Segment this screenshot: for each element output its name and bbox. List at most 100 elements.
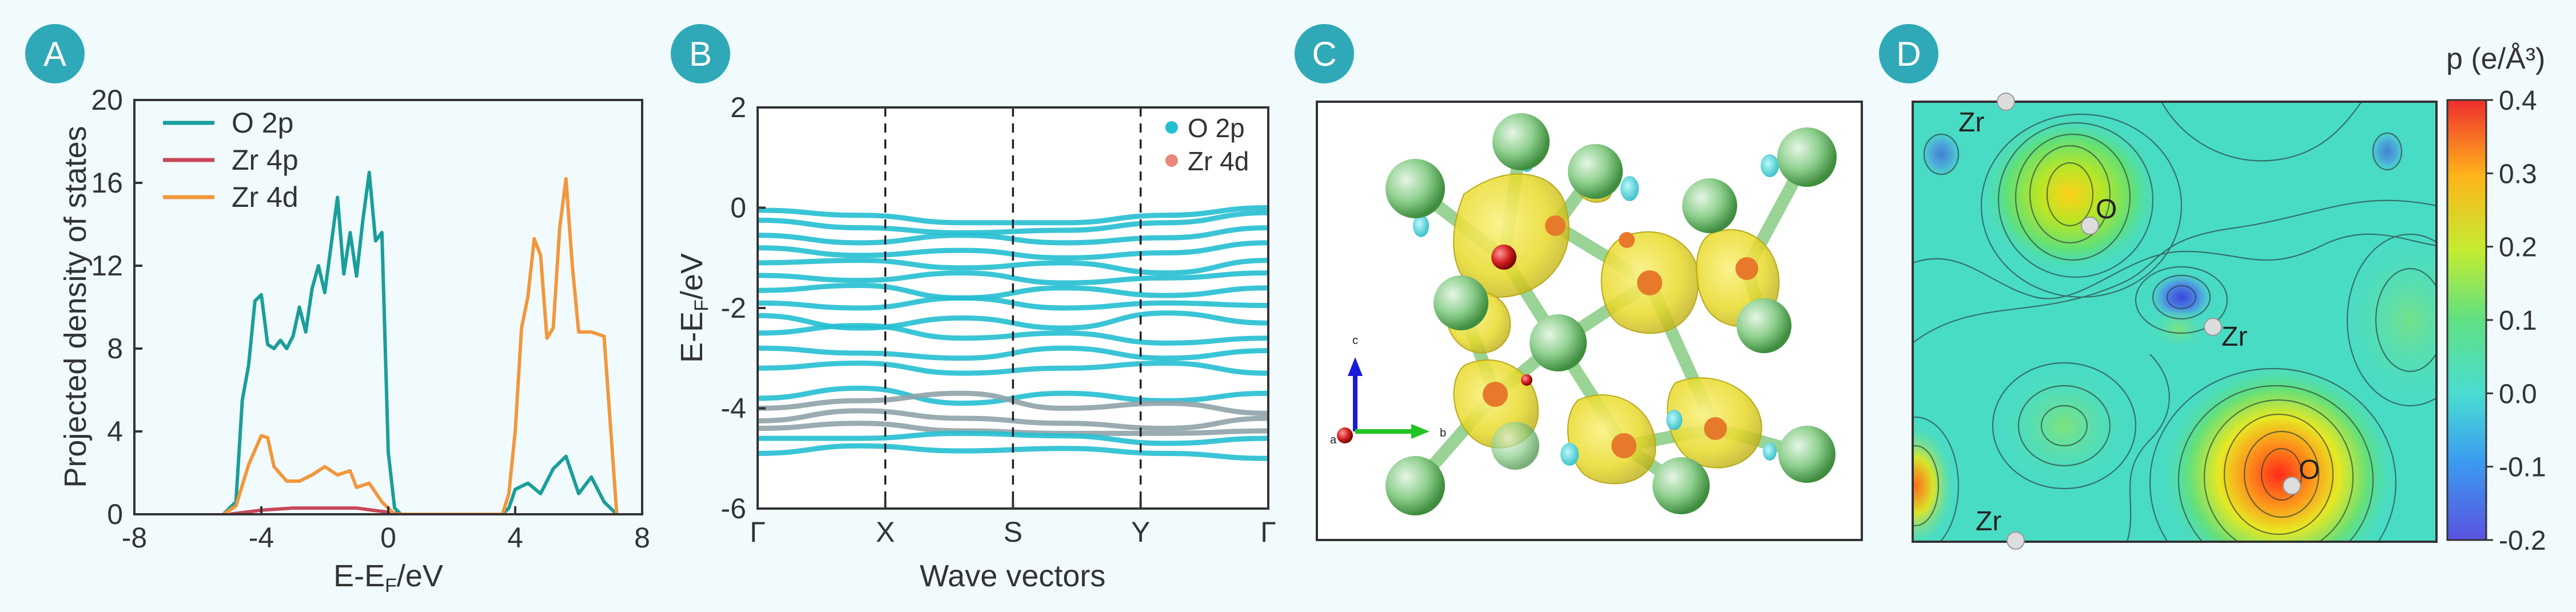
band-line	[758, 270, 1268, 286]
o-atom-sphere	[1735, 257, 1758, 280]
panel-badge-a: A	[25, 24, 85, 83]
zr-atom-sphere	[1385, 159, 1445, 218]
band-line	[758, 345, 1268, 361]
contour-line	[1992, 362, 2137, 490]
atom-marker	[1997, 93, 2015, 111]
contour-line	[1997, 122, 2154, 278]
contour-line	[2166, 285, 2197, 310]
contour-line	[2152, 274, 2211, 320]
map-features	[1913, 114, 2436, 542]
crystal-axes-triad: c b a	[1330, 334, 1446, 446]
pdos-y-tick-label: 12	[91, 250, 123, 282]
colorbar-label: p (e/Å³)	[2446, 42, 2545, 75]
o-atom-sphere	[1704, 417, 1727, 440]
band-legend-zr4d: Zr 4d	[1188, 146, 1249, 176]
colorbar-tick-label: 0.3	[2499, 159, 2537, 189]
map-contours	[1913, 102, 2436, 542]
contour-line	[2126, 354, 2170, 542]
o-atom-sphere	[1545, 215, 1566, 236]
zr-atom-sphere	[1777, 127, 1837, 187]
band-legend-o2p: O 2p	[1188, 113, 1245, 143]
kpoint-tick-label: S	[1004, 516, 1022, 548]
pdos-y-axis-label: Projected density of states	[58, 126, 93, 487]
colorbar-tick-label: 0.1	[2499, 306, 2537, 336]
band-line	[758, 258, 1268, 276]
band-legend: O 2p Zr 4d	[1165, 113, 1249, 176]
legend-dot-zr4d	[1165, 154, 1178, 167]
zr-atom-sphere	[1434, 275, 1488, 330]
o-atom-sphere	[1491, 245, 1516, 270]
atom-label: O	[2096, 194, 2117, 225]
charge-density-isosurface	[1560, 443, 1579, 466]
map-feature-zr	[2368, 129, 2407, 174]
pdos-y-tick-label: 4	[107, 415, 123, 447]
contour-line	[2375, 267, 2436, 373]
contour-line	[2040, 405, 2088, 447]
contour-line	[1923, 133, 1960, 175]
o-atom-sphere	[1619, 232, 1635, 248]
legend-dot-o2p	[1165, 121, 1178, 134]
pdos-series-line	[222, 170, 618, 514]
map-feature-green	[2336, 229, 2436, 411]
zr-atom-sphere	[1492, 113, 1550, 170]
charge-density-isosurface	[1567, 394, 1657, 485]
contour-line	[2372, 132, 2403, 171]
band-y-tick-label: -2	[721, 292, 746, 324]
pdos-y-tick-label: 0	[107, 498, 123, 530]
panel-badge-c: C	[1295, 24, 1354, 83]
band-line	[758, 408, 1268, 431]
o-atom-sphere	[1637, 270, 1662, 295]
contour-line	[2135, 266, 2228, 334]
contour-line	[2260, 447, 2303, 501]
pdos-x-tick-label: -8	[122, 522, 147, 554]
zr-atom-sphere	[1653, 457, 1710, 514]
kpoint-tick-label: Γ	[1260, 516, 1276, 548]
band-line	[758, 240, 1268, 261]
axis-c-label: c	[1352, 334, 1358, 347]
atom-marker	[2081, 217, 2099, 235]
o-atom-sphere	[1611, 433, 1637, 458]
axis-c-arrowhead	[1348, 357, 1363, 376]
atom-labels: Zr O Zr O Zr	[1958, 107, 2320, 537]
contour-line	[2014, 133, 2131, 261]
contour-line	[1913, 233, 2436, 299]
band-y-tick-label: -4	[721, 393, 746, 425]
contour-line	[2046, 162, 2094, 227]
legend-label-zr4d: Zr 4d	[232, 181, 298, 213]
map-feature-o	[1978, 114, 2161, 274]
map-feature-edge	[1913, 423, 1956, 542]
contour-line	[2203, 399, 2354, 542]
pdos-x-tick-label: 0	[380, 522, 396, 554]
pdos-y-tick-label: 20	[91, 84, 123, 116]
colorbar-ticks: 0.40.30.20.10.0-0.1-0.2	[2486, 86, 2546, 556]
zr-atom-sphere	[1778, 426, 1836, 483]
band-line	[758, 295, 1268, 311]
zr-atom-sphere	[1385, 456, 1445, 515]
contour-line	[2161, 102, 2362, 162]
contour-line	[2243, 430, 2320, 518]
axis-a-label: a	[1330, 434, 1337, 446]
crystal-structure-image: c b a	[1316, 101, 1863, 541]
pdos-x-tick-label: 8	[634, 522, 650, 554]
contour-line	[1913, 445, 1940, 527]
map-feature-green	[1996, 363, 2133, 489]
pdos-legend: O 2p Zr 4p Zr 4d	[163, 107, 298, 213]
contour-line	[2177, 385, 2374, 542]
atom-label: Zr	[2221, 322, 2247, 352]
band-line	[758, 390, 1268, 416]
contour-line	[2149, 367, 2397, 542]
panel-badge-d: D	[1879, 24, 1938, 83]
pdos-x-tick-label: 4	[507, 522, 523, 554]
zr-atom-sphere	[1491, 422, 1539, 470]
colorbar-tick-label: 0.2	[2499, 233, 2537, 263]
colorbar-tick-label: 0.4	[2499, 86, 2537, 116]
kpoint-tick-label: Y	[1131, 516, 1150, 548]
pdos-series-line	[229, 506, 401, 514]
axis-a-arrow	[1337, 427, 1353, 443]
colorbar-tick-label: -0.1	[2499, 453, 2546, 483]
zr-atom-sphere	[1737, 298, 1791, 353]
atom-marker	[2006, 531, 2025, 550]
